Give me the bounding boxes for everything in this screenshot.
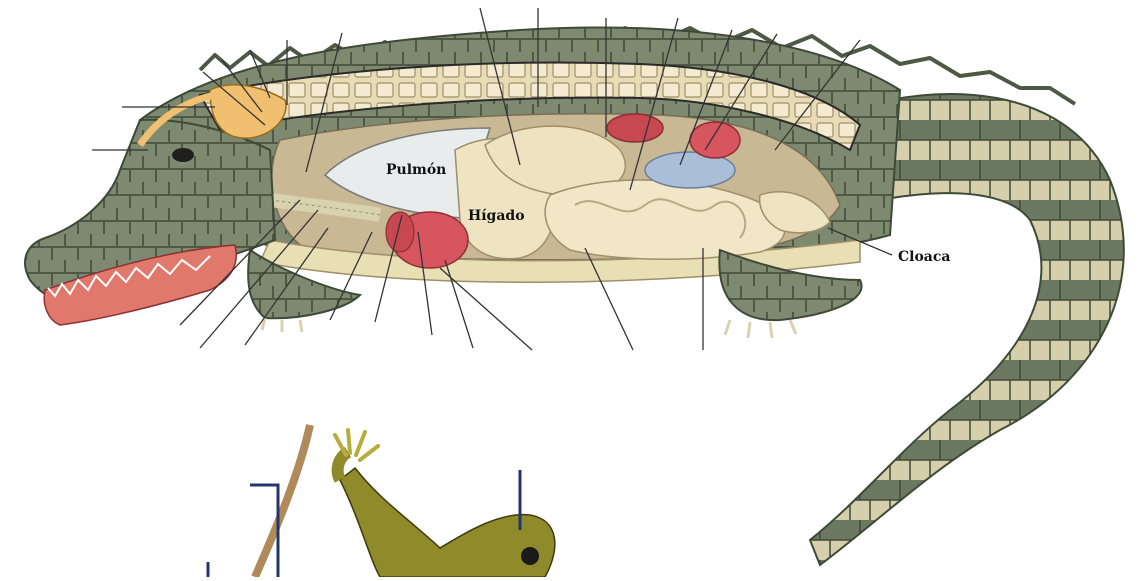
- hind-claws: [725, 320, 796, 338]
- lizard-tail: [255, 425, 310, 577]
- front-claws: [262, 318, 302, 332]
- liver-label: Hígado: [468, 209, 525, 223]
- cloaca-label: Cloaca: [898, 250, 950, 264]
- kidney-upper: [607, 114, 663, 142]
- gonad: [690, 122, 740, 158]
- lung-label: Pulmón: [386, 163, 446, 177]
- eye: [172, 148, 194, 162]
- lizard-eye: [521, 547, 539, 565]
